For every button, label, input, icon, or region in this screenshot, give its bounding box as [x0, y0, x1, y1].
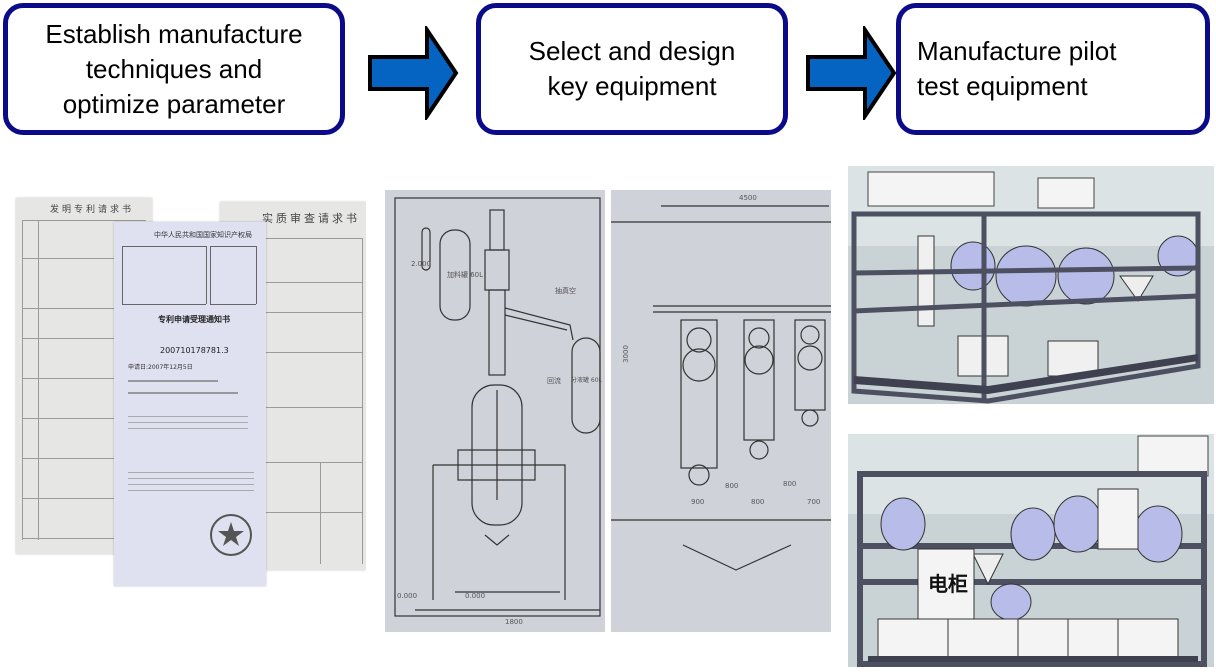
application-number: 200710178781.3: [160, 346, 229, 355]
doc-title: 发明专利请求书: [50, 205, 135, 215]
step-select-design-equipment: Select and design key equipment: [476, 3, 788, 135]
model-render: [848, 166, 1214, 404]
label-separator-tank: 分液罐 60L: [571, 377, 602, 384]
dimension-spacing: 700: [807, 498, 821, 506]
equipment-plan-drawing: 4500 3000 900 800 800 800 700: [611, 190, 831, 632]
reactor-elevation-drawing: 加料罐 60L 分液罐 60L 抽真空 回流 2.000 0.000 0.000…: [385, 190, 605, 632]
label-feed-tank: 加料罐 60L: [447, 271, 484, 279]
label-elevation: 2.000: [411, 260, 432, 268]
dimension-width: 4500: [739, 194, 757, 202]
dimension-spacing: 800: [783, 480, 797, 488]
step-label: Establish manufacture techniques and opt…: [45, 18, 303, 119]
dimension-width: 1800: [505, 618, 523, 626]
dimension-spacing: 800: [751, 498, 765, 506]
label-reflux: 回流: [547, 377, 561, 385]
doc-title: 实质审查请求书: [262, 212, 360, 225]
step-manufacture-pilot-equipment: Manufacture pilot test equipment: [896, 3, 1210, 135]
doc-title: 专利申请受理通知书: [158, 315, 230, 324]
electric-cabinet-label: 电柜: [928, 572, 968, 596]
model-render: [848, 434, 1214, 667]
dimension-spacing: 900: [691, 498, 705, 506]
step-label: Select and design key equipment: [528, 36, 736, 101]
step-label: Manufacture pilot test equipment: [917, 36, 1117, 101]
pilot-equipment-3d-model-front: 电柜: [848, 434, 1214, 667]
dimension-height: 3000: [621, 345, 630, 363]
plan-schematic: [611, 205, 831, 571]
dimension-spacing: 800: [725, 482, 739, 490]
label-ground-level: 0.000: [397, 592, 418, 600]
patent-acceptance-notice: 中华人民共和国国家知识产权局 专利申请受理通知书 200710178781.3 …: [114, 222, 266, 586]
arrow-right-icon: [368, 26, 459, 120]
doc-header: 中华人民共和国国家知识产权局: [154, 231, 252, 239]
label-ground-level: 0.000: [465, 592, 486, 600]
arrow-right-icon: [806, 26, 897, 120]
reactor-schematic: [394, 197, 601, 617]
official-seal-icon: [210, 514, 252, 556]
application-date: 申请日:2007年12月5日: [128, 364, 193, 371]
pilot-equipment-3d-model-perspective: [848, 166, 1214, 404]
patent-documents-photo: 发明专利请求书 实质审查请求书 中华人民共和国国家知识产权局: [14, 196, 366, 588]
label-vacuum: 抽真空: [555, 287, 576, 295]
step-establish-techniques: Establish manufacture techniques and opt…: [3, 3, 345, 135]
